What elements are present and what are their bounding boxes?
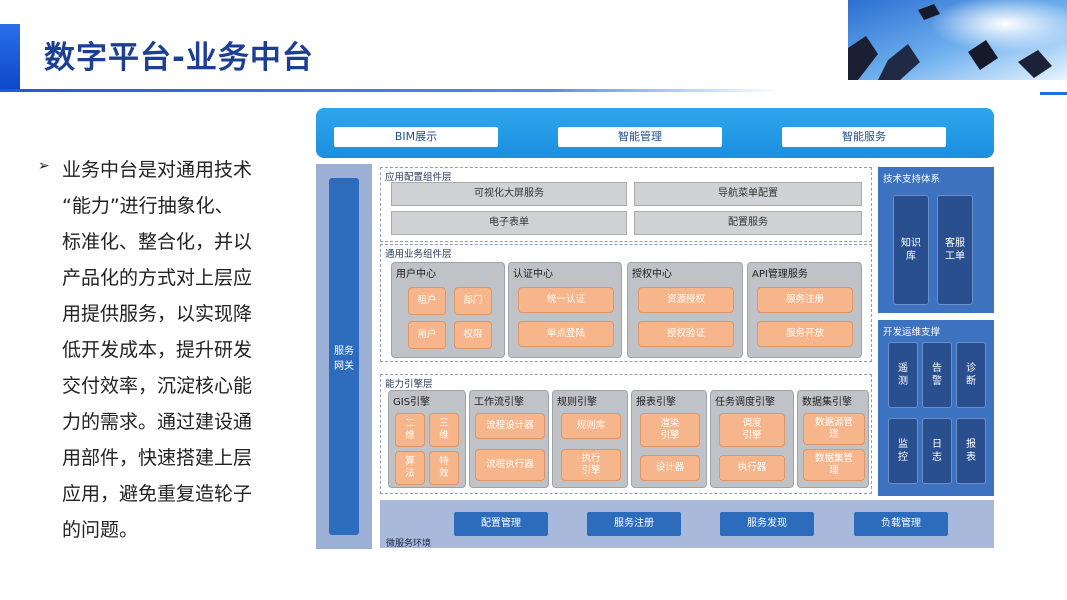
component-box: 服务注册 xyxy=(757,287,853,313)
component-box: 数据集管 理 xyxy=(803,449,865,481)
group-user-center: 用户中心 租户 部门 用户 权限 xyxy=(391,262,505,358)
group-workflow-engine: 工作流引擎 流程设计器 流程执行器 xyxy=(469,390,549,488)
bullet-line: 低开发成本，提升研发 xyxy=(62,339,253,361)
bullet-line: 用部件，快速搭建上层 xyxy=(62,447,253,469)
group-title: 任务调度引擎 xyxy=(715,397,775,408)
component-box: 统一认证 xyxy=(518,287,614,313)
tech-support-panel: 技术支持体系 知识 库 客服 工单 xyxy=(878,167,994,313)
micro-item-register: 服务注册 xyxy=(587,512,681,536)
component-box: 权限 xyxy=(454,321,492,349)
top-item-bim: BIM展示 xyxy=(334,127,498,147)
group-title: 认证中心 xyxy=(513,269,553,280)
group-title: 规则引擎 xyxy=(557,397,597,408)
top-item-smart-service: 智能服务 xyxy=(782,127,946,147)
component-box: 流程执行器 xyxy=(475,449,545,481)
group-title: 授权中心 xyxy=(632,269,672,280)
devops-item: 遥 测 xyxy=(888,342,918,408)
engine-layer xyxy=(380,374,872,494)
component-box: 租户 xyxy=(408,287,446,315)
component-box: 设计器 xyxy=(640,455,700,481)
group-dataset-engine: 数据集引擎 数据源管 理 数据集管 理 xyxy=(797,390,869,488)
group-scheduling-engine: 任务调度引擎 调度 引擎 执行器 xyxy=(710,390,794,488)
component-box: 渲染 引擎 xyxy=(640,413,700,447)
top-application-band: BIM展示 智能管理 智能服务 xyxy=(316,108,994,158)
tech-support-item: 客服 工单 xyxy=(937,195,973,305)
component-box: 部门 xyxy=(454,287,492,315)
bullet-line: 用提供服务，以实现降 xyxy=(62,303,253,325)
microservice-environment: 配置管理 服务注册 服务发现 负载管理 微服务环境 xyxy=(380,500,994,549)
header-photo xyxy=(848,0,1067,80)
top-item-smart-management: 智能管理 xyxy=(558,127,722,147)
service-gateway: 服务 网关 xyxy=(329,178,359,535)
group-title: 报表引擎 xyxy=(636,397,676,408)
component-box: 用户 xyxy=(408,321,446,349)
group-title: 工作流引擎 xyxy=(474,397,524,408)
group-api-management: API管理服务 服务注册 服务开放 xyxy=(747,262,862,358)
group-title: 用户中心 xyxy=(396,269,436,280)
component-box: 授权验证 xyxy=(638,321,734,347)
title-underline-right xyxy=(1040,92,1067,95)
group-auth-center: 认证中心 统一认证 单点登陆 xyxy=(508,262,622,358)
app-item: 导航菜单配置 xyxy=(634,182,862,206)
component-box: 资源授权 xyxy=(638,287,734,313)
app-item: 电子表单 xyxy=(391,211,627,235)
bullet-line: 的问题。 xyxy=(62,519,139,541)
app-config-layer xyxy=(380,167,872,242)
title-underline xyxy=(0,89,780,92)
bullet-text: 业务中台是对通用技术 “能力”进行抽象化、标准化、整合化，并以产品化的方式对上层应… xyxy=(62,152,278,548)
devops-item: 监 控 xyxy=(888,418,918,484)
group-title: 数据集引擎 xyxy=(802,397,852,408)
bullet-line: 标准化、整合化，并以 xyxy=(62,231,253,253)
group-gis-engine: GIS引擎 二 维 三 维 算 法 特 效 xyxy=(388,390,466,488)
bullet-line: 应用，避免重复造轮子 xyxy=(62,483,253,505)
bullet-line: 交付效率，沉淀核心能 xyxy=(62,375,253,397)
component-box: 二 维 xyxy=(395,413,425,447)
common-business-layer xyxy=(380,244,872,362)
engine-layer-label: 能力引擎层 xyxy=(385,379,433,390)
group-authorization-center: 授权中心 资源授权 授权验证 xyxy=(627,262,743,358)
component-box: 调度 引擎 xyxy=(719,413,785,447)
component-box: 特 效 xyxy=(429,451,459,485)
bullet-line: “能力”进行抽象化、 xyxy=(62,195,234,217)
app-config-layer-label: 应用配置组件层 xyxy=(385,172,452,183)
bullet-line: 力的需求。通过建设通 xyxy=(62,411,253,433)
bullet-arrow-icon: ➢ xyxy=(38,158,50,174)
component-box: 三 维 xyxy=(429,413,459,447)
component-box: 执行器 xyxy=(719,455,785,481)
micro-item-discovery: 服务发现 xyxy=(720,512,814,536)
component-box: 单点登陆 xyxy=(518,321,614,347)
devops-panel: 开发运维支撑 遥 测 告 警 诊 断 监 控 日 志 报 表 xyxy=(878,320,994,496)
page-title: 数字平台-业务中台 xyxy=(44,40,314,76)
common-business-layer-label: 通用业务组件层 xyxy=(385,249,452,260)
tech-support-label: 技术支持体系 xyxy=(883,174,941,185)
component-box: 服务开放 xyxy=(757,321,853,347)
bullet-line: 产品化的方式对上层应 xyxy=(62,267,253,289)
title-accent-bar xyxy=(0,24,20,90)
group-report-engine: 报表引擎 渲染 引擎 设计器 xyxy=(631,390,707,488)
microservice-environment-label: 微服务环境 xyxy=(386,539,432,549)
component-box: 流程设计器 xyxy=(475,413,545,439)
gateway-column: 服务 网关 xyxy=(316,164,372,549)
micro-item-config: 配置管理 xyxy=(454,512,548,536)
app-item: 配置服务 xyxy=(634,211,862,235)
group-title: API管理服务 xyxy=(752,269,808,280)
app-item: 可视化大屏服务 xyxy=(391,182,627,206)
group-title: GIS引擎 xyxy=(393,397,431,408)
bullet-line: 业务中台是对通用技术 xyxy=(62,159,253,181)
group-rule-engine: 规则引擎 规则库 执行 引擎 xyxy=(552,390,628,488)
component-box: 执行 引擎 xyxy=(561,449,621,481)
component-box: 规则库 xyxy=(561,413,621,439)
component-box: 数据源管 理 xyxy=(803,413,865,445)
devops-item: 告 警 xyxy=(922,342,952,408)
devops-item: 诊 断 xyxy=(956,342,986,408)
micro-item-load: 负载管理 xyxy=(854,512,948,536)
devops-item: 报 表 xyxy=(956,418,986,484)
tech-support-item: 知识 库 xyxy=(893,195,929,305)
bullet-paragraph: ➢ 业务中台是对通用技术 “能力”进行抽象化、标准化、整合化，并以产品化的方式对上… xyxy=(38,152,278,548)
devops-label: 开发运维支撑 xyxy=(883,327,941,338)
devops-item: 日 志 xyxy=(922,418,952,484)
component-box: 算 法 xyxy=(395,451,425,485)
